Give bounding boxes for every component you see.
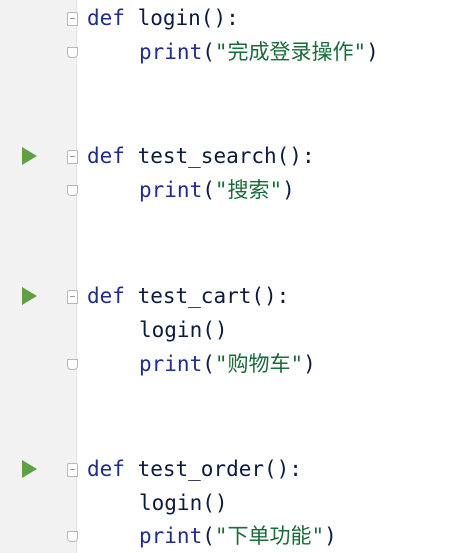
fold-icon[interactable] (67, 290, 78, 304)
fold-end-icon[interactable] (67, 47, 78, 58)
paren-close: ) (282, 178, 295, 202)
function-signature: test_order(): (137, 457, 302, 481)
login-call: login() (139, 491, 228, 515)
string-literal: "下单功能" (214, 524, 325, 548)
code-line-def-test-search[interactable]: def test_search(): (0, 139, 474, 173)
def-keyword: def (87, 6, 125, 30)
run-test-icon[interactable] (22, 460, 37, 478)
print-call: print (139, 524, 203, 548)
code-text: login() (139, 313, 228, 347)
code-line-def-login[interactable]: def login(): (0, 1, 474, 35)
code-text: def login(): (87, 1, 239, 35)
paren-open: ( (202, 524, 215, 548)
paren-open: ( (202, 40, 215, 64)
function-signature: test_search(): (137, 144, 315, 168)
paren-close: ) (303, 352, 316, 376)
run-test-icon[interactable] (22, 147, 37, 165)
function-signature: test_cart(): (137, 284, 290, 308)
code-line-login-call[interactable]: login() (0, 486, 474, 520)
def-keyword: def (87, 457, 125, 481)
print-call: print (139, 352, 203, 376)
code-text: print("购物车") (139, 347, 316, 381)
paren-close: ) (324, 524, 337, 548)
function-signature: login(): (137, 6, 239, 30)
string-literal: "完成登录操作" (214, 40, 367, 64)
fold-icon[interactable] (67, 463, 78, 477)
def-keyword: def (87, 144, 125, 168)
code-line-print[interactable]: print("购物车") (0, 347, 474, 381)
fold-icon[interactable] (67, 12, 78, 26)
code-text: print("搜索") (139, 173, 295, 207)
code-text: def test_order(): (87, 452, 302, 486)
run-test-icon[interactable] (22, 287, 37, 305)
fold-end-icon[interactable] (67, 531, 78, 542)
paren-close: ) (366, 40, 379, 64)
login-call: login() (139, 318, 228, 342)
code-line-login-call[interactable]: login() (0, 313, 474, 347)
code-text: print("下单功能") (139, 519, 337, 553)
code-line-def-test-order[interactable]: def test_order(): (0, 452, 474, 486)
code-line-def-test-cart[interactable]: def test_cart(): (0, 279, 474, 313)
paren-open: ( (202, 352, 215, 376)
editor-gutter (0, 0, 77, 553)
code-line-print[interactable]: print("下单功能") (0, 519, 474, 553)
fold-end-icon[interactable] (67, 185, 78, 196)
string-literal: "搜索" (214, 178, 283, 202)
print-call: print (139, 178, 203, 202)
code-text: login() (139, 486, 228, 520)
fold-end-icon[interactable] (67, 359, 78, 370)
code-text: def test_cart(): (87, 279, 289, 313)
def-keyword: def (87, 284, 125, 308)
code-text: print("完成登录操作") (139, 35, 379, 69)
code-text: def test_search(): (87, 139, 315, 173)
code-line-print[interactable]: print("完成登录操作") (0, 35, 474, 69)
string-literal: "购物车" (214, 352, 304, 376)
fold-icon[interactable] (67, 150, 78, 164)
code-line-print[interactable]: print("搜索") (0, 173, 474, 207)
print-call: print (139, 40, 203, 64)
paren-open: ( (202, 178, 215, 202)
